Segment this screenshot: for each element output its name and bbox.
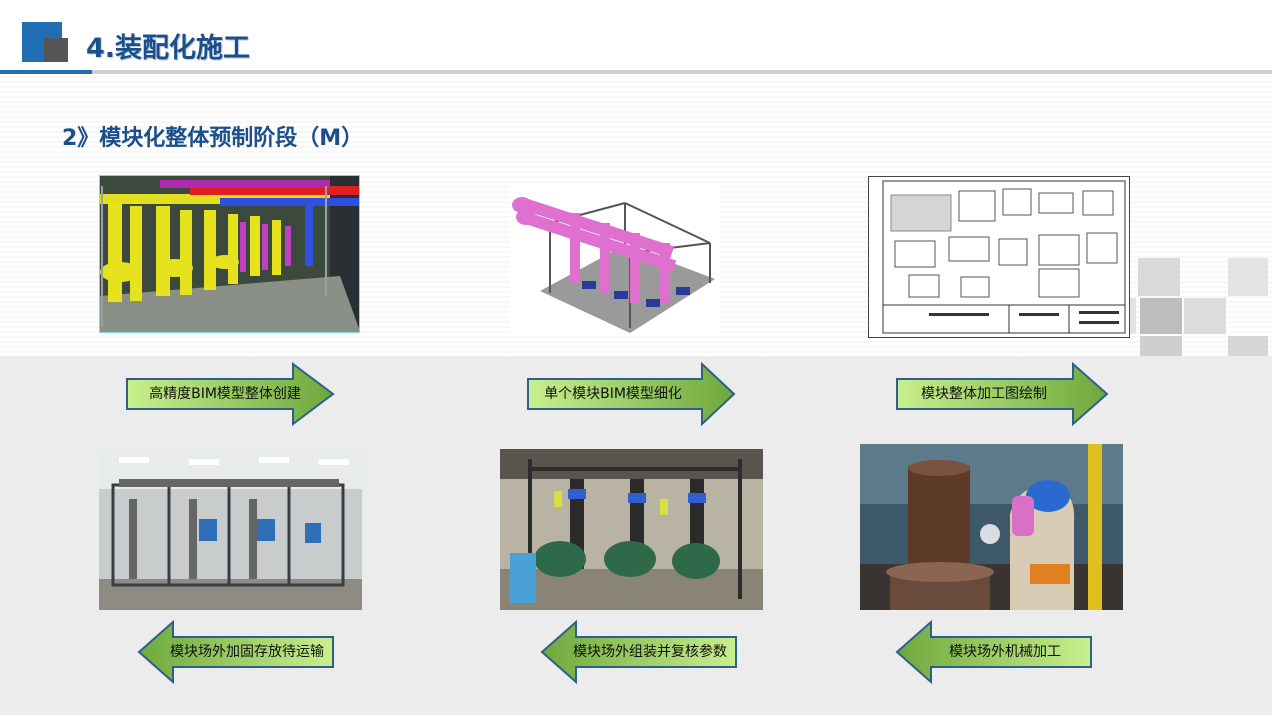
step-arrow-4: 模块场外机械加工 (895, 620, 1093, 684)
fabrication-drawing-image (868, 176, 1130, 338)
step-label: 单个模块BIM模型细化 (544, 386, 682, 402)
step-label: 高精度BIM模型整体创建 (149, 386, 301, 402)
deco-square (1184, 298, 1226, 334)
step-arrow-3: 模块整体加工图绘制 (895, 362, 1109, 426)
step-label: 模块场外组装并复核参数 (573, 644, 727, 660)
header-accent-square-gray (44, 38, 68, 62)
page-title: 4.装配化施工 (86, 33, 251, 64)
step-arrow-6: 模块场外加固存放待运输 (137, 620, 335, 684)
bim-model-image (99, 175, 360, 333)
welding-photo (860, 444, 1123, 610)
deco-square (1228, 258, 1268, 296)
step-arrow-1: 高精度BIM模型整体创建 (125, 362, 335, 426)
deco-square (1140, 298, 1182, 334)
deco-square (1228, 336, 1268, 356)
header-rule (92, 70, 1272, 74)
module-assembly-photo (500, 449, 763, 610)
step-label: 模块整体加工图绘制 (921, 386, 1047, 402)
step-arrow-2: 单个模块BIM模型细化 (526, 362, 736, 426)
section-subtitle: 2》模块化整体预制阶段（M） (62, 126, 364, 151)
step-label: 模块场外加固存放待运输 (170, 644, 324, 660)
step-label: 模块场外机械加工 (949, 644, 1061, 660)
header-rule-accent (0, 70, 92, 74)
deco-square (1138, 258, 1180, 296)
deco-square (1140, 336, 1182, 356)
module-model-image (510, 183, 720, 335)
step-arrow-5: 模块场外组装并复核参数 (540, 620, 738, 684)
stored-modules-photo (99, 449, 362, 610)
